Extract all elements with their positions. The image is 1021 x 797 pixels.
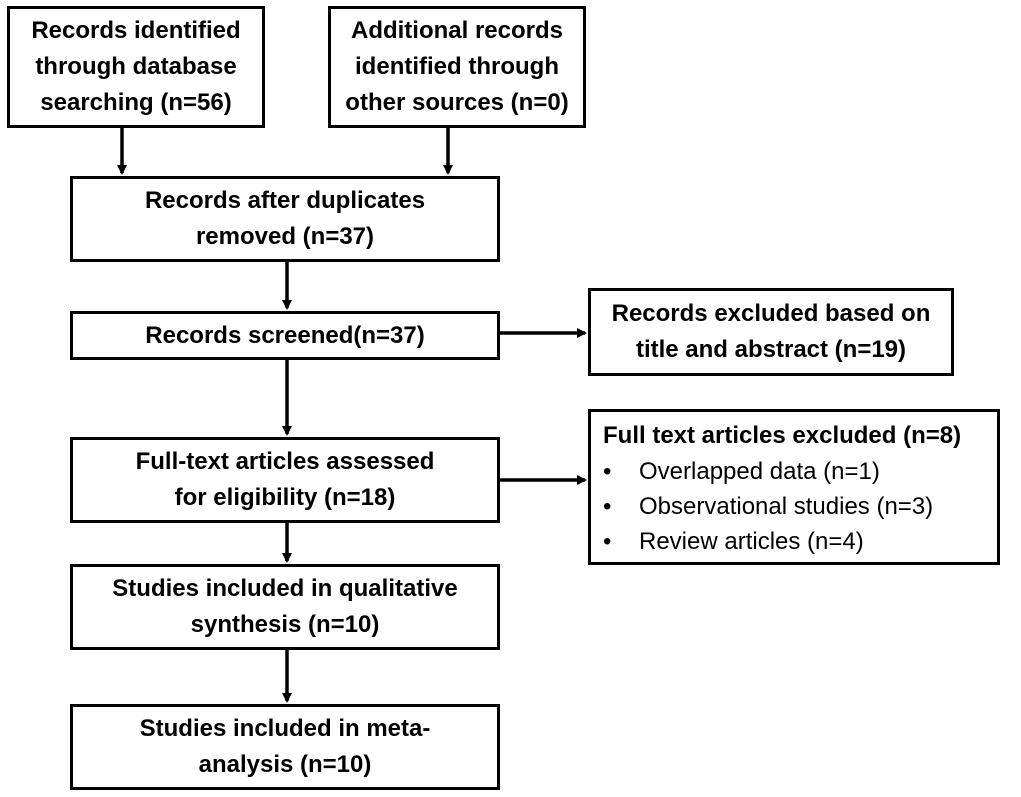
- box-text-line: other sources (n=0): [345, 89, 569, 116]
- qualitative-synthesis-box: Studies included in qualitative synthesi…: [70, 564, 500, 650]
- list-item-label: Overlapped data (n=1): [639, 458, 880, 485]
- box-text-line: Studies included in meta-: [139, 715, 431, 742]
- box-text-line: analysis (n=10): [198, 751, 372, 778]
- list-item-label: Review articles (n=4): [639, 528, 864, 555]
- records-identified-other-box: Additional records identified through ot…: [328, 6, 586, 128]
- box-text-line: Full-text articles assessed: [135, 448, 435, 475]
- box-text-line: Studies included in qualitative: [112, 575, 458, 602]
- box-text-line: Records screened(n=37): [145, 321, 425, 349]
- list-item-label: Observational studies (n=3): [639, 493, 934, 520]
- records-identified-database-box: Records identified through database sear…: [7, 6, 265, 128]
- box-text-line: identified through: [355, 53, 559, 80]
- list-item: Overlapped data (n=1): [603, 454, 933, 489]
- meta-analysis-box: Studies included in meta- analysis (n=10…: [70, 704, 500, 790]
- bullet-icon: [603, 454, 639, 489]
- bullet-icon: [603, 524, 639, 559]
- exclusion-reasons-list: Overlapped data (n=1) Observational stud…: [603, 454, 933, 559]
- list-item: Observational studies (n=3): [603, 489, 933, 524]
- records-screened-box: Records screened(n=37): [70, 311, 500, 360]
- box-text-line: synthesis (n=10): [190, 611, 380, 638]
- fulltext-assessed-box: Full-text articles assessed for eligibil…: [70, 437, 500, 523]
- box-text-line: for eligibility (n=18): [174, 484, 396, 511]
- box-text-line: removed (n=37): [195, 223, 375, 250]
- box-text-line: title and abstract (n=19): [635, 336, 907, 363]
- records-after-duplicates-box: Records after duplicates removed (n=37): [70, 176, 500, 262]
- box-text-line: Additional records: [350, 17, 564, 44]
- list-item: Review articles (n=4): [603, 524, 933, 559]
- box-text-line: through database: [35, 53, 237, 80]
- records-excluded-title-box: Records excluded based on title and abst…: [588, 288, 954, 376]
- box-text-line: Records excluded based on: [611, 300, 931, 327]
- box-text-line: Records after duplicates: [144, 187, 426, 214]
- fulltext-excluded-title: Full text articles excluded (n=8): [603, 422, 962, 449]
- box-text-line: searching (n=56): [40, 89, 232, 116]
- bullet-icon: [603, 489, 639, 524]
- fulltext-excluded-box: Full text articles excluded (n=8) Overla…: [588, 409, 1000, 565]
- box-text-line: Records identified: [31, 17, 241, 44]
